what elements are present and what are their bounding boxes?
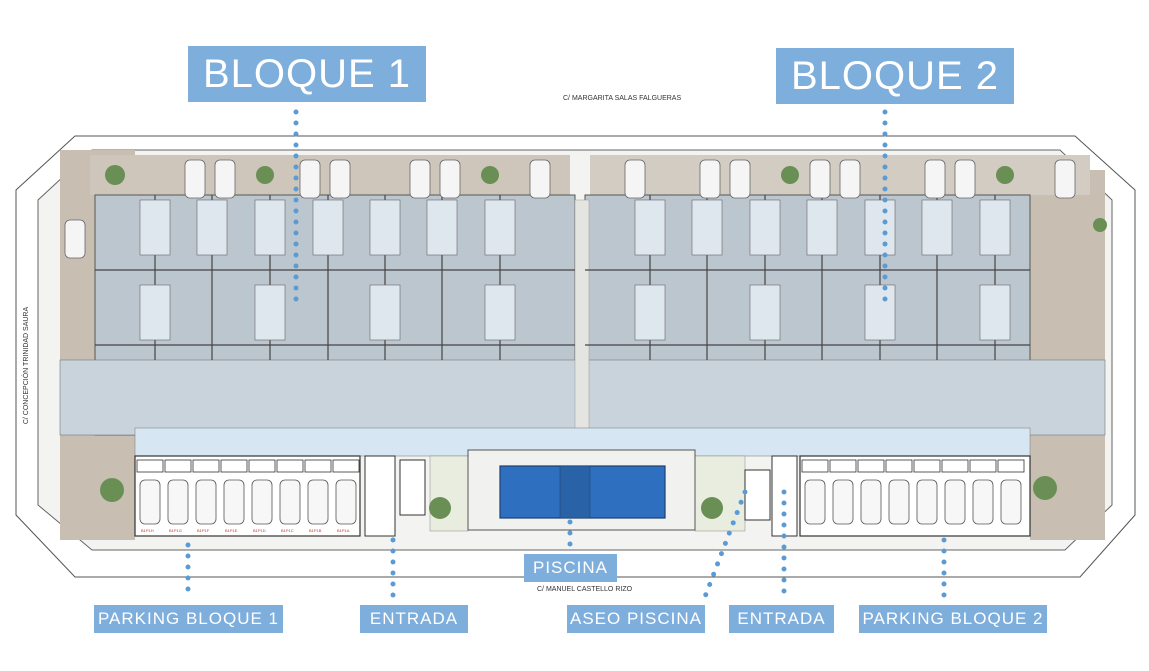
parking-code-b1p1f: B1P1F	[197, 528, 210, 533]
label-aseo-piscina: ASEO PISCINA	[567, 605, 705, 633]
pool-steps	[559, 465, 591, 519]
parking-bloque2-storage	[801, 459, 1025, 473]
parking-code-b1p1g: B1P1G	[169, 528, 182, 533]
parking-code-b1p1d: B1P1D	[253, 528, 266, 533]
parking-code-b1p1a: B1P1A	[337, 528, 350, 533]
label-bloque-2: BLOQUE 2	[776, 48, 1014, 104]
parking-code-b1p1c: B1P1C	[281, 528, 294, 533]
block1-terraces	[59, 359, 581, 436]
block1-rooms	[139, 199, 516, 341]
label-entrada-left: ENTRADA	[360, 605, 468, 633]
central-walkway	[574, 199, 590, 436]
block2-rooms	[634, 199, 1011, 341]
parking-code-b1p1h: B1P1H	[141, 528, 154, 533]
block2-terraces	[584, 359, 1106, 436]
parking-code-b1p1e: B1P1E	[225, 528, 238, 533]
aseo-piscina-room	[744, 469, 771, 521]
parking-bloque2-cars	[804, 479, 1022, 525]
parking-code-b1p1b: B1P1B	[309, 528, 322, 533]
pool-garden-right	[694, 455, 746, 532]
label-bloque-1: BLOQUE 1	[188, 46, 426, 102]
parking-bloque1-cars	[139, 479, 357, 525]
label-entrada-right: ENTRADA	[729, 605, 834, 633]
entrada-left-core	[399, 459, 426, 516]
label-parking-bloque-1: PARKING BLOQUE 1	[94, 605, 283, 633]
street-north: C/ MARGARITA SALAS FALGUERAS	[563, 95, 682, 102]
top-car-spaces	[64, 159, 1076, 259]
parking-bloque1-storage	[136, 459, 360, 473]
entrada-left-stair	[364, 455, 396, 537]
parking-codes: B1P1H B1P1G B1P1F B1P1E B1P1D B1P1C B1P1B B1P1A	[141, 528, 350, 533]
pool-garden-left	[429, 455, 469, 532]
street-south: C/ MANUEL CASTELLO RIZO	[537, 586, 633, 593]
label-parking-bloque-2: PARKING BLOQUE 2	[859, 605, 1047, 633]
palm-trees	[100, 165, 1107, 519]
label-piscina: PISCINA	[524, 554, 617, 582]
leader-lines	[185, 109, 947, 605]
street-west: C/ CONCEPCIÓN TRINIDAD SAURA	[23, 306, 31, 425]
